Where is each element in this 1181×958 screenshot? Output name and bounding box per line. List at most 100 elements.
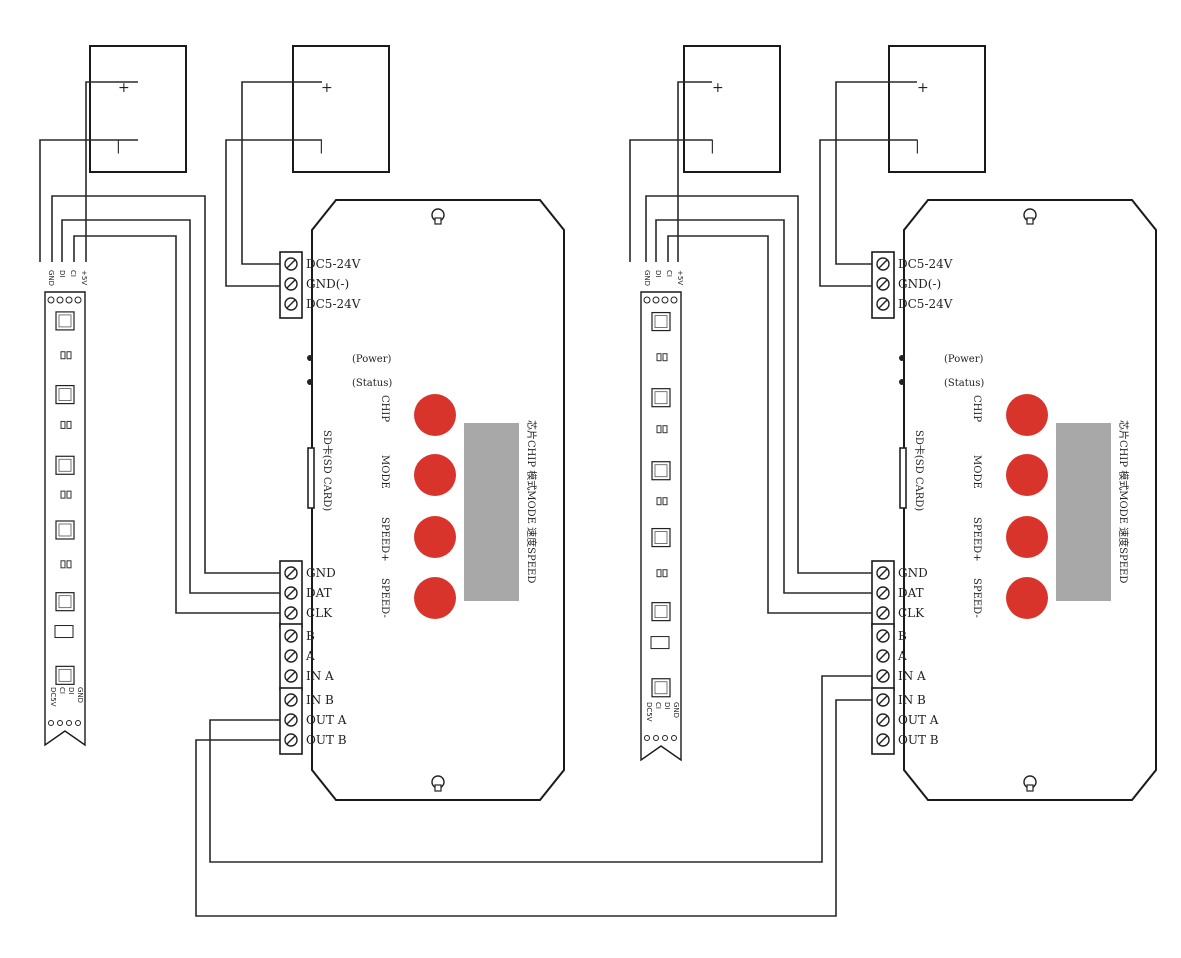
resistor bbox=[662, 425, 668, 434]
power-led-icon bbox=[899, 355, 905, 361]
mount-hole-slot bbox=[434, 784, 442, 792]
strip-top-label: DI bbox=[58, 270, 66, 277]
solder-pad bbox=[652, 296, 660, 304]
screw-slot bbox=[878, 695, 888, 705]
led-chip-inner bbox=[654, 315, 668, 328]
terminal-label: IN B bbox=[306, 693, 334, 707]
solder-pad bbox=[644, 735, 650, 741]
solder-pad bbox=[47, 296, 55, 304]
power-plus-label: + bbox=[712, 80, 724, 96]
terminal-label: OUT B bbox=[898, 733, 939, 747]
power-supply-box bbox=[292, 45, 390, 173]
button-label: SPEED+ bbox=[379, 517, 390, 562]
wire-supply2-plus bbox=[241, 81, 322, 265]
solder-pad bbox=[643, 296, 651, 304]
controller-body bbox=[903, 199, 1157, 801]
terminal-label: OUT A bbox=[306, 713, 347, 727]
resistor bbox=[60, 560, 66, 569]
screw-slot bbox=[286, 259, 296, 269]
screw-slot bbox=[286, 671, 296, 681]
wire-strip1-gnd bbox=[51, 195, 280, 574]
ic-chip bbox=[54, 625, 74, 639]
screw-slot bbox=[286, 299, 296, 309]
terminal-label: DC5-24V bbox=[306, 297, 361, 311]
sd-card-label: SD卡(SD CARD) bbox=[913, 430, 926, 511]
strip-top-label: +5V bbox=[80, 270, 88, 285]
wire-strip2-gnd bbox=[645, 195, 872, 574]
wire-supply4-plus bbox=[835, 81, 917, 265]
led-chip-inner bbox=[654, 464, 668, 478]
power-plus-label: + bbox=[917, 80, 929, 96]
screw-slot bbox=[878, 568, 888, 578]
wire-supply3-minus bbox=[629, 139, 712, 262]
strip-pad-label: DI bbox=[67, 687, 75, 694]
resistor bbox=[60, 490, 66, 499]
screw-slot bbox=[878, 671, 888, 681]
screw-slot bbox=[878, 279, 888, 289]
status-led-icon bbox=[899, 379, 905, 385]
wire-outb-inb bbox=[195, 699, 872, 917]
status-indicator-label: (Status) bbox=[352, 378, 392, 389]
resistor bbox=[66, 420, 72, 429]
terminal-label: DC5-24V bbox=[898, 297, 953, 311]
terminal-label: OUT A bbox=[898, 713, 939, 727]
strip-top-label: CI bbox=[665, 270, 673, 277]
terminal-label: DAT bbox=[306, 586, 332, 600]
button-chip bbox=[1006, 394, 1048, 436]
screw-slot bbox=[286, 608, 296, 618]
resistor bbox=[662, 569, 668, 578]
controller-1: SD卡(SD CARD)(Power)(Status)CHIPMODESPEED… bbox=[279, 199, 565, 801]
resistor bbox=[656, 353, 662, 362]
power-minus-label: | bbox=[915, 138, 920, 154]
status-led-icon bbox=[307, 379, 313, 385]
wire-supply2-minus bbox=[225, 139, 322, 287]
solder-pad bbox=[661, 296, 669, 304]
resistor bbox=[656, 497, 662, 506]
ic-chip bbox=[650, 636, 670, 650]
power-supply-2: +| bbox=[292, 45, 390, 173]
controller-2: SD卡(SD CARD)(Power)(Status)CHIPMODESPEED… bbox=[871, 199, 1157, 801]
screw-slot bbox=[878, 259, 888, 269]
strip-pad-label: CI bbox=[654, 702, 662, 709]
screw-slot bbox=[286, 715, 296, 725]
power-minus-label: | bbox=[710, 138, 715, 154]
terminal-label: CLK bbox=[306, 606, 333, 620]
wire-supply4-minus bbox=[819, 139, 917, 287]
wire-strip2-clk bbox=[667, 235, 872, 614]
screw-slot bbox=[878, 299, 888, 309]
button-speed-minus bbox=[1006, 577, 1048, 619]
strip-pad-label: DC5V bbox=[645, 702, 653, 722]
power-supply-1: +| bbox=[89, 45, 187, 173]
led-chip-inner bbox=[58, 595, 72, 609]
lcd-display bbox=[464, 423, 519, 601]
wire-supply1-minus bbox=[39, 139, 138, 262]
power-supply-box bbox=[683, 45, 781, 173]
resistor bbox=[656, 569, 662, 578]
screw-slot bbox=[286, 588, 296, 598]
screw-slot bbox=[878, 631, 888, 641]
screw-slot bbox=[878, 588, 888, 598]
screw-slot bbox=[878, 651, 888, 661]
display-label: 芯片CHIP 模式MODE 速度SPEED bbox=[525, 420, 538, 583]
mount-hole-slot bbox=[1026, 784, 1034, 792]
power-minus-label: | bbox=[319, 138, 324, 154]
solder-pad bbox=[75, 720, 81, 726]
strip-pad-label: GND bbox=[672, 702, 680, 718]
led-chip-inner bbox=[654, 605, 668, 619]
terminal-label: GND(-) bbox=[306, 277, 349, 291]
button-mode bbox=[414, 454, 456, 496]
solder-pad bbox=[66, 720, 72, 726]
resistor bbox=[656, 425, 662, 434]
button-chip bbox=[414, 394, 456, 436]
strip-pad-label: DC5V bbox=[49, 687, 57, 707]
strip-top-label: DI bbox=[654, 270, 662, 277]
resistor bbox=[60, 420, 66, 429]
button-label: SPEED+ bbox=[971, 517, 982, 562]
